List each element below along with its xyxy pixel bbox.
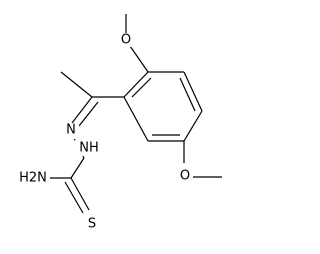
amine-label-h2n: H2N	[19, 171, 47, 186]
bond-imine-carbon-methyl	[60, 71, 93, 98]
ring-bond-c4-c5	[183, 110, 203, 142]
chemical-structure-diagram: O O N NH H2N S	[18, 14, 222, 232]
bond-c-n-double-2	[78, 101, 99, 127]
bond-c-s-double-1	[70, 177, 90, 211]
ring-double-bond-c1-c2	[131, 77, 152, 98]
bond-c-s-double-2	[64, 181, 84, 214]
benzene-ring	[123, 71, 203, 142]
ring-double-bond-c3-c4	[179, 77, 196, 112]
ring-bond-c6-c1	[123, 96, 149, 142]
bond-ring-o-top	[129, 45, 149, 73]
nh-label: NH	[79, 141, 99, 156]
oxygen-label-top: O	[121, 33, 131, 48]
nitrogen-label-imine: N	[66, 123, 76, 138]
ring-bond-c1-c2	[123, 71, 149, 98]
sulfur-label: S	[88, 217, 96, 232]
bond-c-n-double-1	[71, 96, 93, 124]
ring-bond-c3-c4	[183, 71, 203, 112]
oxygen-label-bottom: O	[180, 169, 190, 184]
bond-nh-thiocarbon	[70, 157, 85, 179]
